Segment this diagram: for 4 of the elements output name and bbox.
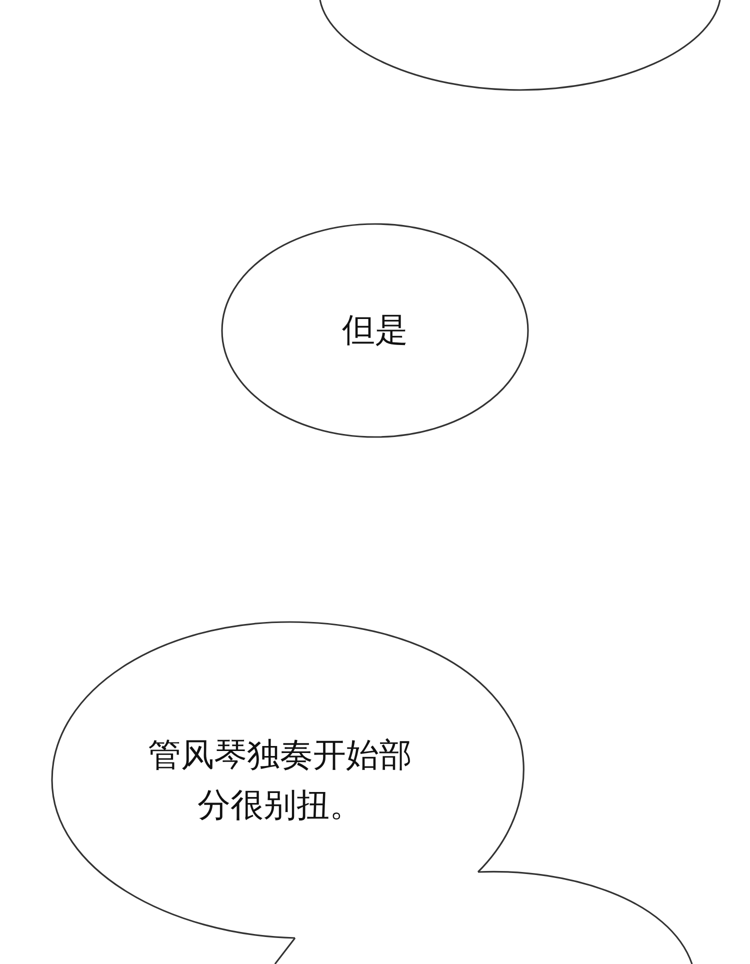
- speech-bubble: [221, 223, 529, 438]
- dialogue-text: 但是: [341, 309, 409, 351]
- speech-bubble: [320, 0, 720, 92]
- dialogue-text: 管风琴独奏开始部分很别扭。: [147, 734, 413, 826]
